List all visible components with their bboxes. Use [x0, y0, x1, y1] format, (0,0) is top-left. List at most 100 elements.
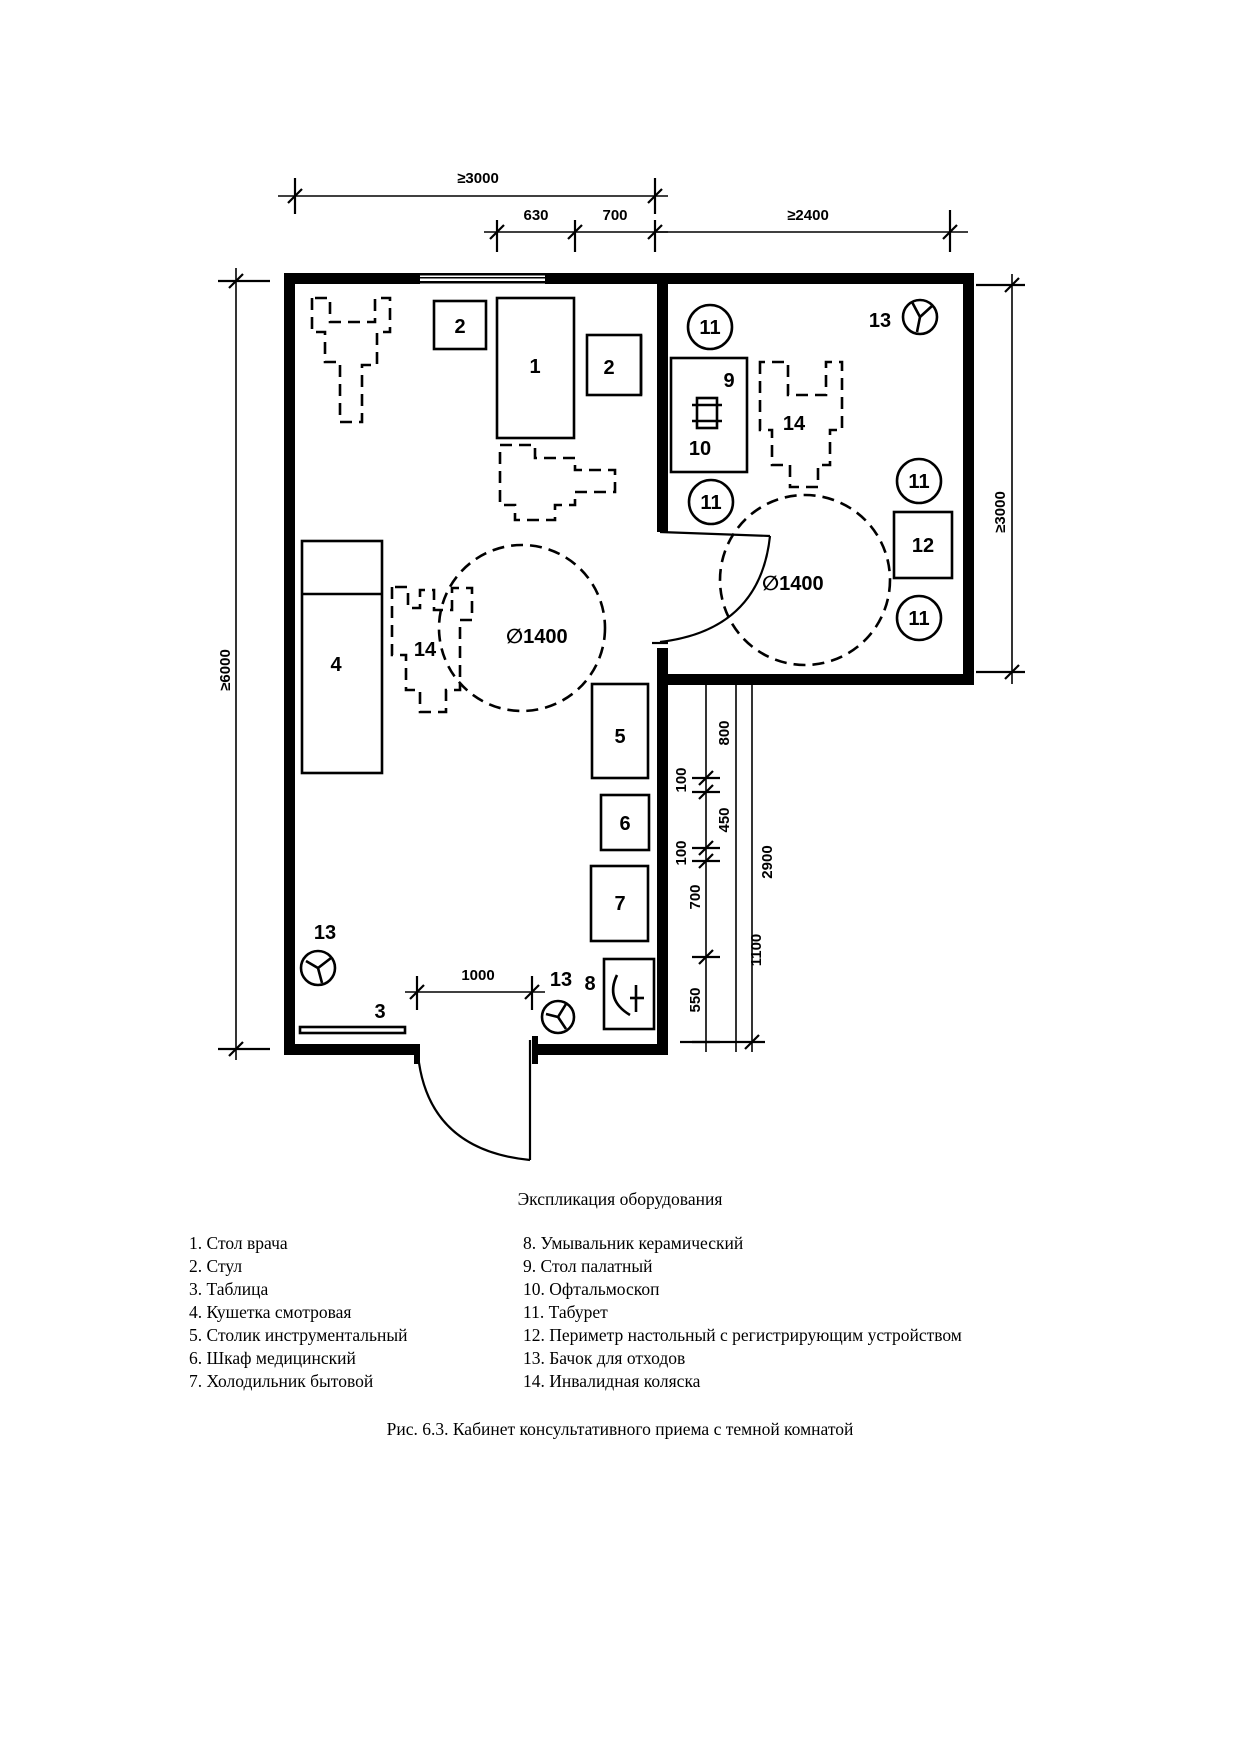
legend-item: 7. Холодильник бытовой — [189, 1371, 374, 1391]
label-12: 12 — [912, 535, 934, 557]
label-3: 3 — [374, 1001, 385, 1023]
label-4: 4 — [330, 654, 342, 676]
doctor-desk-1 — [495, 296, 576, 440]
figure-caption: Рис. 6.3. Кабинет консультативного прием… — [386, 1419, 854, 1439]
stool-11-d — [895, 594, 943, 642]
dashed-elements — [310, 296, 892, 714]
label-13-dark: 13 — [869, 310, 891, 332]
doors — [416, 530, 772, 1162]
legend-item: 3. Таблица — [189, 1279, 269, 1299]
legend-left-column: 1. Стол врача 2. Стул 3. Таблица 4. Куше… — [189, 1232, 407, 1393]
partition-upper — [657, 273, 668, 528]
legend-item: 9. Стол палатный — [523, 1256, 653, 1276]
partition-lower — [657, 648, 668, 1055]
dark-room-door-swing — [659, 535, 772, 644]
dim-top-700: 700 — [602, 207, 627, 224]
label-11-a: 11 — [699, 317, 720, 339]
turning-circle-dark-room — [718, 493, 892, 667]
label-14-dark: 14 — [783, 413, 806, 435]
stool-11-a — [686, 303, 734, 351]
legend-item: 10. Офтальмоскоп — [523, 1279, 660, 1299]
dim-top-630: 630 — [523, 207, 548, 224]
cabinet-6 — [599, 793, 651, 852]
legend-item: 11. Табурет — [523, 1302, 608, 1322]
equipment-labels: 2 1 2 4 14 ∅1400 5 6 7 8 13 13 3 11 11 1… — [314, 310, 934, 1023]
legend-item: 8. Умывальник керамический — [523, 1233, 744, 1253]
turning-circle-main — [437, 543, 607, 713]
label-11-d: 11 — [908, 608, 929, 630]
wall-bottom-right — [538, 1044, 668, 1055]
waste-bin-13-left — [299, 949, 337, 987]
dim-door-width: 1000 — [461, 967, 494, 984]
refrigerator-7 — [589, 864, 650, 943]
label-11-b: 11 — [700, 492, 721, 514]
label-8: 8 — [584, 973, 595, 995]
stool-11-c — [895, 457, 943, 505]
dim-right-room: ≥3000 — [992, 491, 1009, 533]
legend-item: 5. Столик инструментальный — [189, 1325, 408, 1345]
label-13-left: 13 — [314, 922, 336, 944]
eye-chart-3 — [298, 1025, 407, 1035]
dim-450: 450 — [716, 807, 733, 832]
dim-100-b: 100 — [673, 840, 690, 865]
label-13-door: 13 — [550, 969, 572, 991]
chair-2-left — [432, 299, 488, 351]
legend-item: 13. Бачок для отходов — [523, 1348, 686, 1368]
waste-bin-13-door — [540, 999, 576, 1035]
wheelchair-14-outline-dark — [758, 360, 844, 489]
washbasin-8 — [602, 957, 656, 1031]
walls — [284, 273, 974, 1064]
dimension-lines — [218, 178, 1025, 1060]
label-7: 7 — [614, 893, 625, 915]
label-2-right: 2 — [603, 357, 614, 379]
perimeter-12 — [892, 510, 954, 580]
legend-item: 6. Шкаф медицинский — [189, 1348, 356, 1368]
label-5: 5 — [614, 726, 625, 748]
dim-left-total: ≥6000 — [217, 649, 234, 691]
label-1: 1 — [529, 356, 540, 378]
dim-100-a: 100 — [673, 767, 690, 792]
examination-couch-4 — [300, 539, 384, 775]
instrument-table-5 — [590, 682, 650, 780]
legend-item: 2. Стул — [189, 1256, 243, 1276]
label-14-main: 14 — [414, 639, 437, 661]
wall-bottom-left — [284, 1044, 418, 1055]
legend-item: 12. Периметр настольный с регистрирующим… — [523, 1325, 962, 1345]
chair-outline-desk — [498, 443, 617, 522]
dim-1100: 1100 — [748, 934, 765, 967]
dark-room-door-leaf — [659, 530, 771, 538]
dim-top-total: ≥3000 — [457, 170, 499, 187]
legend-item: 4. Кушетка смотровая — [189, 1302, 352, 1322]
entrance-door-swing — [416, 1054, 531, 1162]
label-11-c: 11 — [908, 471, 929, 493]
wall-top-left — [284, 273, 420, 284]
waste-bin-13-dark-room — [901, 298, 939, 336]
dim-800: 800 — [716, 720, 733, 745]
wall-dark-room-bottom — [657, 674, 974, 685]
wall-dark-room-right — [963, 273, 974, 685]
furniture — [298, 296, 954, 1035]
turning-circle-label-dark: ∅1400 — [762, 573, 824, 595]
window-line — [420, 273, 545, 276]
label-2-left: 2 — [454, 316, 465, 338]
stool-11-b — [687, 478, 735, 526]
ward-table-9 — [669, 356, 749, 474]
wheelchair-14-outline-main — [390, 585, 474, 714]
turning-circle-label-main: ∅1400 — [506, 626, 568, 648]
ophthalmoscope-10 — [695, 396, 719, 430]
dim-700: 700 — [687, 884, 704, 909]
legend-right-column: 8. Умывальник керамический 9. Стол палат… — [523, 1232, 962, 1393]
floor-plan-diagram: ≥3000 630 700 ≥2400 ≥6000 ≥3000 1000 800… — [217, 170, 1025, 1162]
wall-top-right — [545, 273, 974, 284]
chair-outline-top — [310, 296, 392, 424]
wall-left — [284, 273, 295, 1055]
label-6: 6 — [619, 813, 630, 835]
dim-550: 550 — [687, 987, 704, 1012]
dimension-labels: ≥3000 630 700 ≥2400 ≥6000 ≥3000 1000 800… — [217, 170, 1009, 1013]
dim-2900: 2900 — [759, 845, 776, 878]
legend-title: Экспликация оборудования — [517, 1189, 723, 1209]
legend-item: 14. Инвалидная коляска — [523, 1371, 701, 1391]
legend-item: 1. Стол врача — [189, 1233, 288, 1253]
label-10: 10 — [689, 438, 711, 460]
label-9: 9 — [723, 370, 734, 392]
